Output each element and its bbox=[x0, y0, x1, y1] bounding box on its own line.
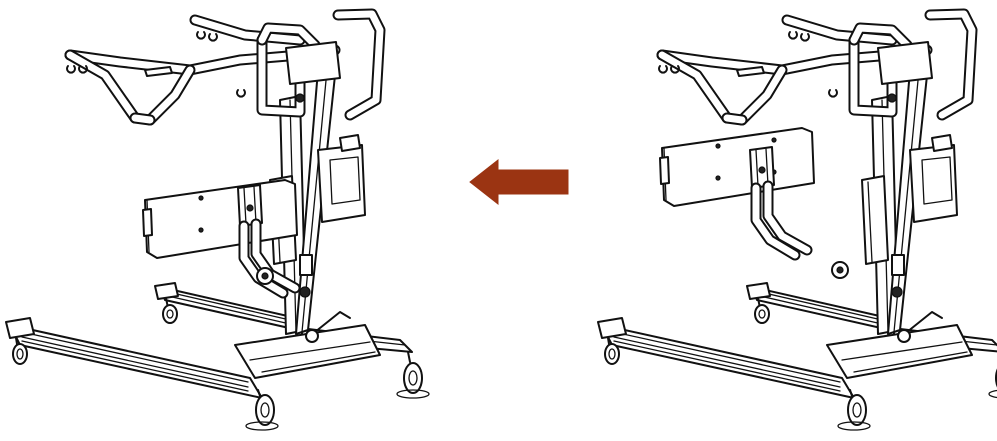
seat-pad-detached bbox=[659, 127, 815, 207]
lift-with-seat-detached bbox=[598, 14, 997, 430]
lift-assembled-with-seat-attached bbox=[6, 14, 429, 430]
patient-lift-icon bbox=[598, 14, 997, 430]
direction-arrow-icon bbox=[469, 158, 569, 206]
